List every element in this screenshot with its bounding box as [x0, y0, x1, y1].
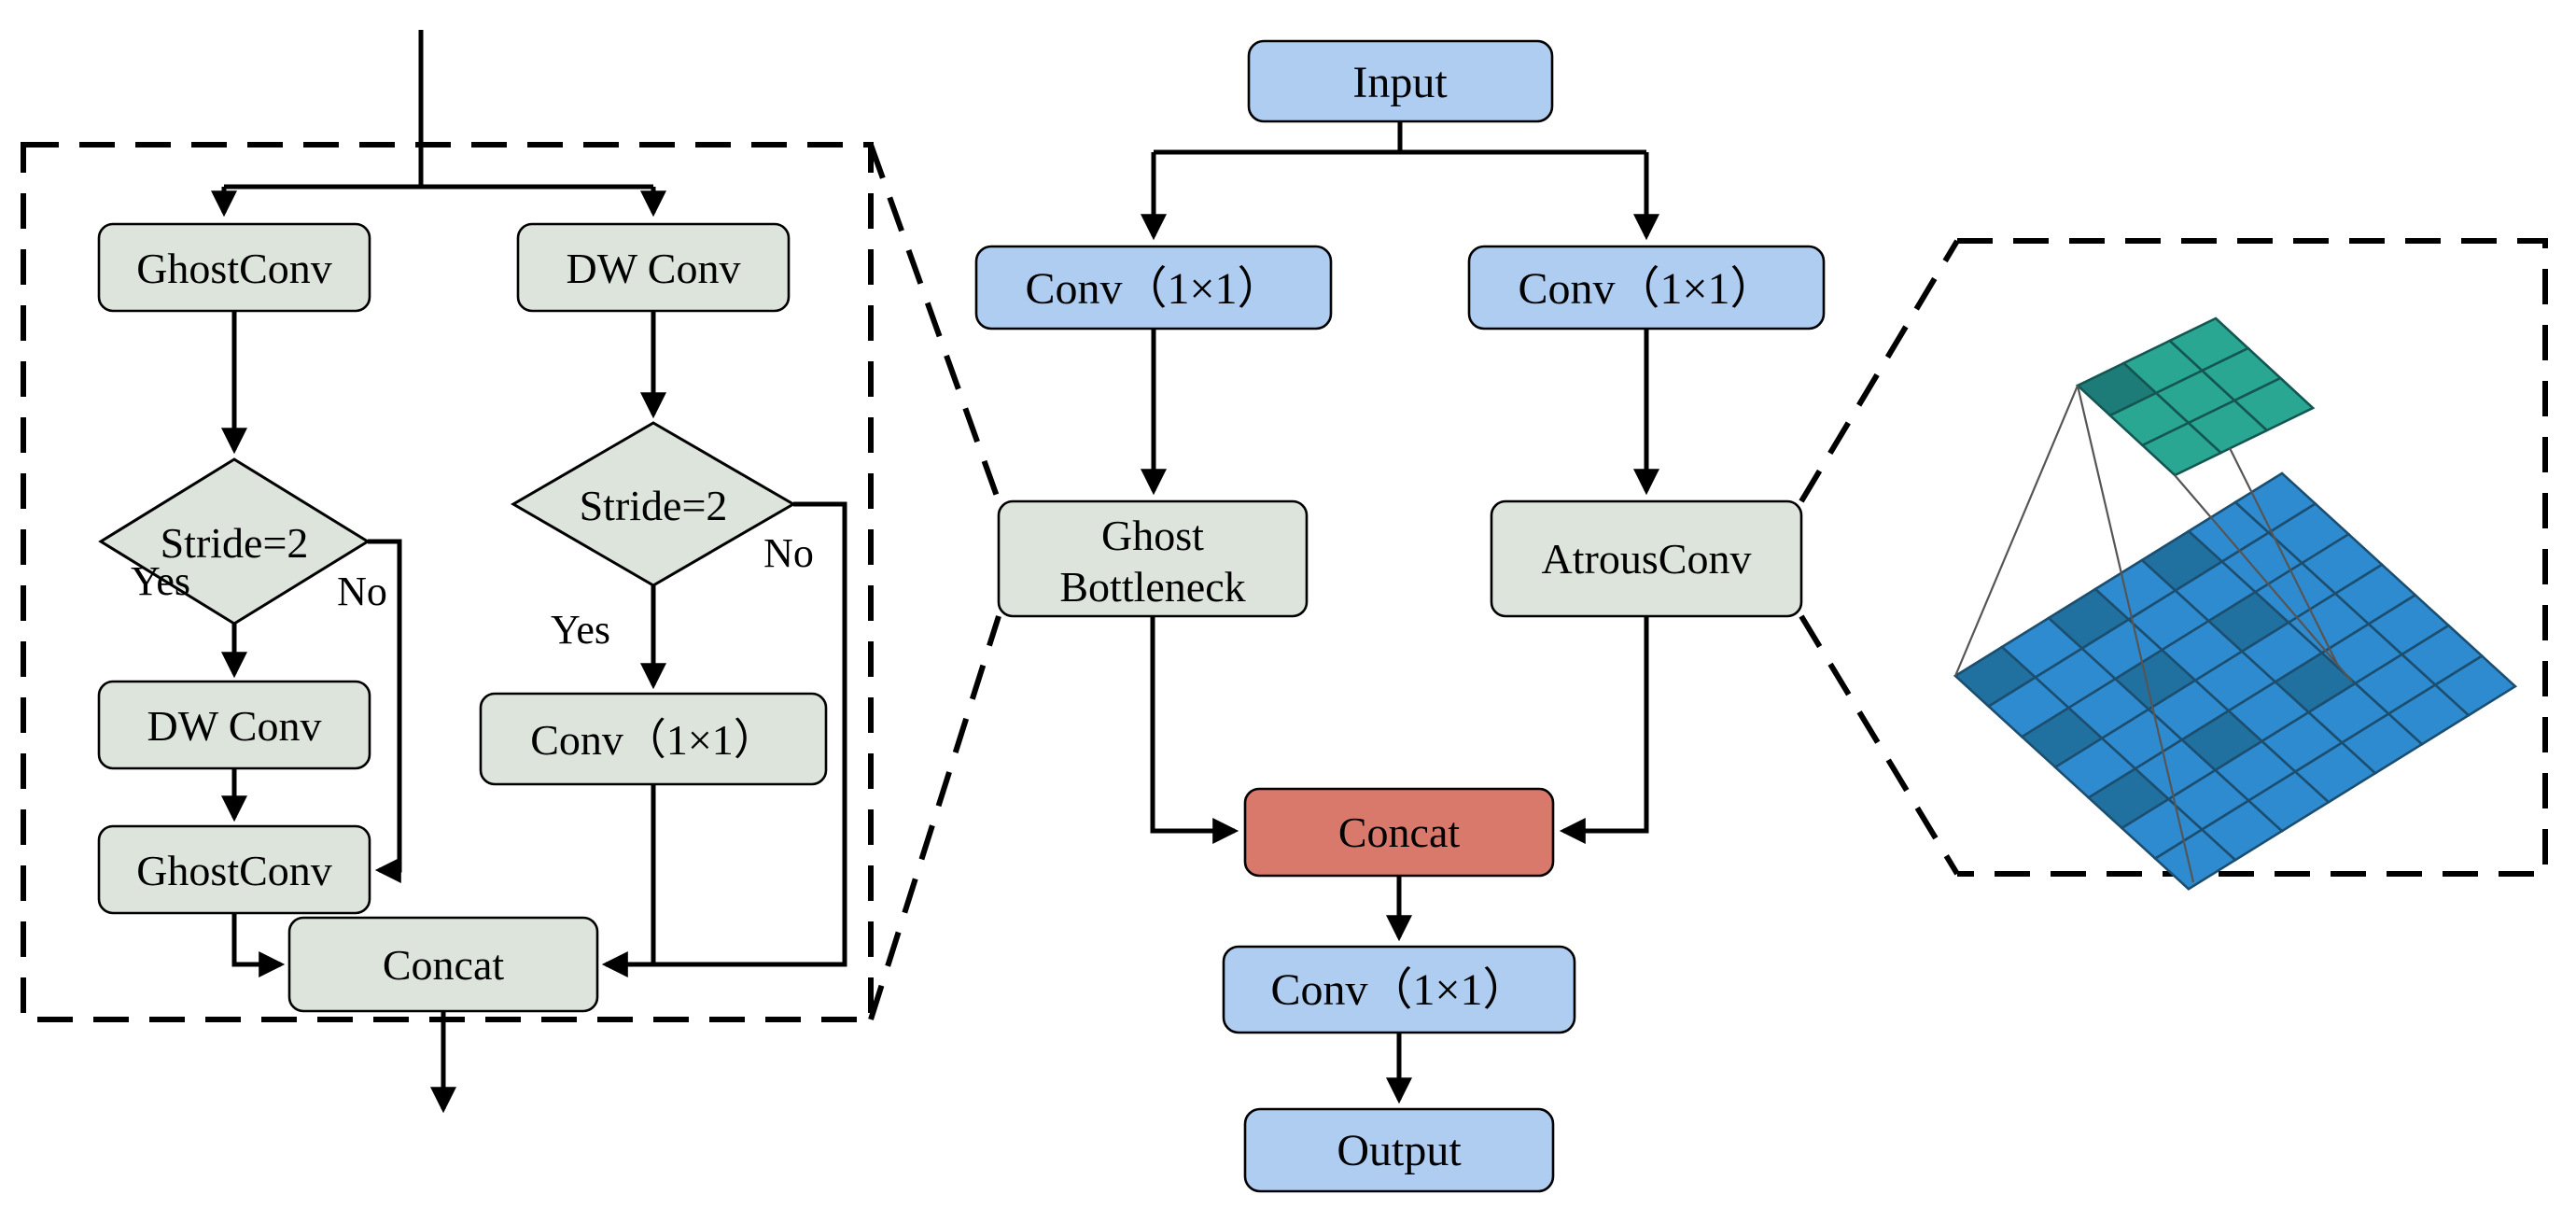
atrous-illustration-panel [1799, 238, 2548, 891]
node-concat-main: Concat [1243, 787, 1555, 878]
concat-left-panel-label: Concat [383, 941, 505, 989]
node-input: Input [1247, 39, 1554, 123]
node-dwconv-top: DW Conv [516, 222, 791, 313]
callout-line-bottom-left [868, 615, 1001, 1020]
dwconv-mid-box [97, 680, 371, 770]
output-label: Output [1337, 1126, 1462, 1175]
output-box [1243, 1107, 1555, 1193]
stride-left-label: Stride=2 [161, 519, 309, 567]
dwconv-top-label: DW Conv [567, 245, 741, 292]
atrousconv-label: AtrousConv [1542, 535, 1752, 583]
concat-main-label: Concat [1338, 808, 1461, 856]
node-ghost-bottleneck: Ghost Bottleneck [997, 499, 1309, 618]
node-dwconv-mid: DW Conv [97, 680, 371, 770]
edge-ghostconv2-to-concat [231, 913, 286, 977]
ghostconv-top-box [97, 222, 371, 313]
edge-entry-split [224, 30, 653, 190]
conv-final-box [1222, 945, 1576, 1034]
ghostconv-bottom-label: GhostConv [136, 847, 332, 894]
conv1x1-left-panel-label: Conv（1×1） [530, 716, 777, 764]
conv-branch-left-label: Conv（1×1） [1025, 264, 1281, 314]
stride-left-diamond [98, 457, 371, 626]
ghostconv-top-label: GhostConv [136, 245, 332, 292]
callout-line-top-right [1799, 239, 1960, 503]
ghost-bottleneck-label-line1: Ghost [1101, 512, 1204, 559]
node-conv1x1-left-panel: Conv（1×1） [479, 692, 828, 786]
conv-final-label: Conv（1×1） [1270, 965, 1527, 1015]
node-stride-left: Stride=2 [98, 457, 371, 626]
dwconv-top-box [516, 222, 791, 313]
node-conv-final: Conv（1×1） [1222, 945, 1576, 1034]
conv-branch-right-label: Conv（1×1） [1518, 264, 1774, 314]
node-concat-left-panel: Concat [287, 916, 599, 1013]
concat-left-panel-box [287, 916, 599, 1013]
callout-line-bottom-right [1799, 614, 1960, 876]
grid-cell [2153, 827, 2238, 891]
no-left-label: No [337, 569, 387, 614]
ghost-bottleneck-label-line2: Bottleneck [1059, 563, 1245, 611]
node-stride-right: Stride=2 [511, 421, 796, 587]
input-box [1247, 39, 1554, 123]
yes-right-label: Yes [551, 607, 610, 653]
edge-ghost-bottleneck-to-concat [1150, 616, 1239, 844]
node-conv-branch-right: Conv（1×1） [1467, 245, 1826, 330]
ghost-bottleneck-detail-panel: GhostConv DW Conv Stride=2 Yes No DW Con… [21, 30, 1001, 1114]
conv-branch-right-box [1467, 245, 1826, 330]
node-atrousconv: AtrousConv [1490, 499, 1803, 618]
edge-input-split [1154, 121, 1646, 155]
projection-line-4 [2229, 447, 2339, 667]
concat-main-box [1243, 787, 1555, 878]
node-ghostconv-top: GhostConv [97, 222, 371, 313]
node-output: Output [1243, 1107, 1555, 1193]
conv-branch-left-box [974, 245, 1333, 330]
stride-right-label: Stride=2 [580, 482, 728, 529]
ghostconv-bottom-box [97, 824, 371, 915]
input-label: Input [1352, 58, 1448, 107]
left-dashed-border [21, 142, 874, 1022]
node-ghostconv-bottom: GhostConv [97, 824, 371, 915]
feature-grid [1953, 471, 2518, 891]
ghost-bottleneck-box [997, 499, 1309, 618]
edge-atrousconv-to-concat [1559, 616, 1649, 844]
yes-left-label: Yes [131, 558, 190, 604]
projection-line-2 [2076, 385, 2195, 883]
edge-stride-no-right [601, 501, 847, 977]
dwconv-mid-label: DW Conv [147, 702, 322, 750]
edge-stride-no-left [368, 539, 402, 883]
callout-line-top-left [868, 143, 1001, 503]
right-dashed-border [1957, 238, 2548, 877]
stride-right-diamond [511, 421, 796, 587]
main-module-panel: Input Conv（1×1） Conv（1×1） Ghost Bottlene… [974, 39, 1826, 1193]
no-right-label: No [763, 530, 814, 576]
conv1x1-left-panel-box [479, 692, 828, 786]
kernel-grid [2075, 316, 2316, 477]
projection-line-1 [1953, 385, 2079, 677]
projection-line-3 [2174, 474, 2353, 682]
node-conv-branch-left: Conv（1×1） [974, 245, 1333, 330]
atrousconv-box [1490, 499, 1803, 618]
